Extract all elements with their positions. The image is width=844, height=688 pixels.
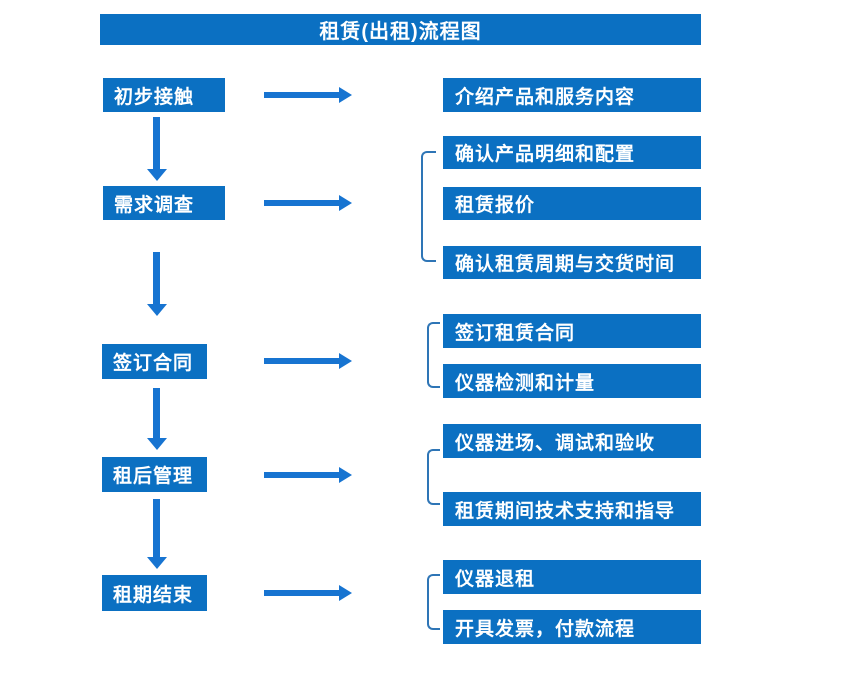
group-bracket (427, 449, 440, 505)
right-arrow-icon (264, 87, 352, 103)
right-arrow-icon (264, 467, 352, 483)
arrow-shaft (153, 117, 160, 170)
arrow-head (339, 467, 352, 483)
arrow-shaft (153, 388, 160, 439)
arrow-head (147, 169, 167, 181)
detail-box: 确认产品明细和配置 (443, 136, 701, 169)
arrow-head (339, 585, 352, 601)
detail-box: 仪器进场、调试和验收 (443, 424, 701, 458)
arrow-shaft (264, 92, 341, 98)
arrow-shaft (264, 472, 341, 478)
arrow-head (339, 195, 352, 211)
step-box-sign-contract: 签订合同 (102, 344, 207, 379)
step-box-initial-contact: 初步接触 (103, 78, 225, 112)
detail-box: 仪器检测和计量 (443, 364, 701, 398)
down-arrow-icon (147, 117, 167, 181)
group-bracket (427, 322, 440, 388)
flowchart-title: 租赁(出租)流程图 (100, 14, 701, 45)
right-arrow-icon (264, 585, 352, 601)
arrow-head (339, 353, 352, 369)
down-arrow-icon (147, 499, 167, 569)
arrow-shaft (153, 499, 160, 558)
right-arrow-icon (264, 353, 352, 369)
arrow-shaft (153, 252, 160, 305)
detail-box: 确认租赁周期与交货时间 (443, 246, 701, 279)
down-arrow-icon (147, 252, 167, 316)
arrow-head (339, 87, 352, 103)
arrow-shaft (264, 358, 341, 364)
step-box-post-rental-management: 租后管理 (102, 457, 207, 492)
step-box-lease-end: 租期结束 (102, 575, 207, 611)
detail-box: 租赁期间技术支持和指导 (443, 492, 701, 526)
detail-box: 租赁报价 (443, 187, 701, 220)
arrow-head (147, 304, 167, 316)
detail-box: 签订租赁合同 (443, 314, 701, 348)
step-box-demand-survey: 需求调查 (103, 186, 225, 220)
arrow-head (147, 557, 167, 569)
arrow-shaft (264, 590, 341, 596)
arrow-shaft (264, 200, 341, 206)
arrow-head (147, 438, 167, 450)
detail-box: 开具发票，付款流程 (443, 610, 701, 644)
down-arrow-icon (147, 388, 167, 450)
right-arrow-icon (264, 195, 352, 211)
group-bracket (427, 574, 440, 630)
detail-box: 介绍产品和服务内容 (443, 78, 701, 112)
group-bracket (421, 151, 436, 262)
detail-box: 仪器退租 (443, 560, 701, 594)
